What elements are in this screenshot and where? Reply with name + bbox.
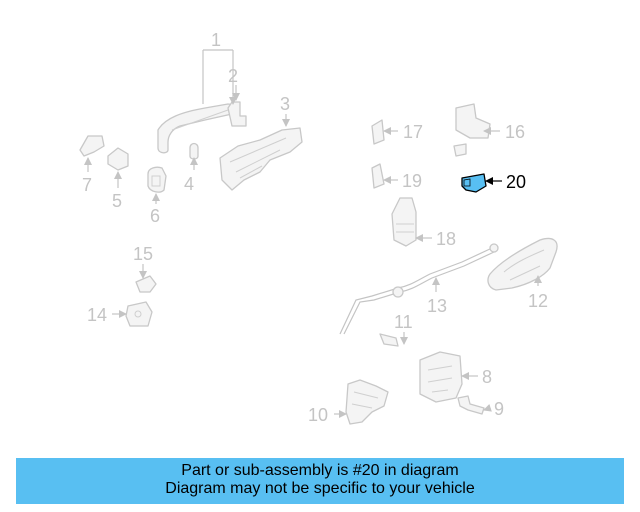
part-5-cap <box>107 147 129 171</box>
part-8-latch <box>419 351 463 403</box>
part-13-cable <box>339 243 499 335</box>
callout-12: 12 <box>528 291 548 311</box>
part-9-bolt <box>457 395 485 415</box>
callout-5: 5 <box>112 191 122 211</box>
caption-line-1: Part or sub-assembly is #20 in diagram <box>181 462 459 479</box>
part-18-check-strap <box>391 197 417 247</box>
part-16-hinge <box>453 103 491 157</box>
part-17-pad <box>371 119 385 145</box>
part-19-pad <box>371 163 385 189</box>
part-15-bolt <box>135 275 157 293</box>
caption-bar: Part or sub-assembly is #20 in diagram D… <box>16 458 624 504</box>
part-12-inside-handle <box>487 237 558 291</box>
part-11-clip <box>379 333 399 347</box>
part-14-striker <box>125 301 153 327</box>
callout-11: 11 <box>394 312 413 332</box>
part-1-outside-handle <box>157 103 235 154</box>
callout-15: 15 <box>133 244 153 264</box>
part-7-cover <box>79 135 105 157</box>
part-3-handle-frame <box>219 127 303 191</box>
caption-line-2: Diagram may not be specific to your vehi… <box>165 480 475 497</box>
callout-16: 16 <box>505 122 525 142</box>
callout-8: 8 <box>482 367 492 387</box>
callout-19: 19 <box>402 171 422 191</box>
callout-6: 6 <box>150 206 160 226</box>
callout-18: 18 <box>436 229 456 249</box>
callout-17: 17 <box>403 122 423 142</box>
part-10-bracket <box>345 379 389 425</box>
callout-9: 9 <box>494 399 504 419</box>
callout-4: 4 <box>184 174 194 194</box>
callout-10: 10 <box>308 405 328 425</box>
part-4-clip <box>189 142 199 160</box>
callout-2: 2 <box>228 66 238 86</box>
parts-diagram: 1 2 3 4 5 6 7 8 9 10 11 12 13 14 15 16 1… <box>79 30 558 425</box>
callout-13: 13 <box>427 296 447 316</box>
callout-3: 3 <box>280 94 290 114</box>
leader-lines <box>84 49 542 418</box>
callout-1: 1 <box>211 30 221 50</box>
callout-7: 7 <box>82 175 92 195</box>
callout-20: 20 <box>506 172 526 192</box>
part-20-highlighted <box>461 173 487 193</box>
part-2-bracket <box>227 101 247 127</box>
callout-14: 14 <box>87 305 107 325</box>
part-6-cover <box>147 166 167 193</box>
